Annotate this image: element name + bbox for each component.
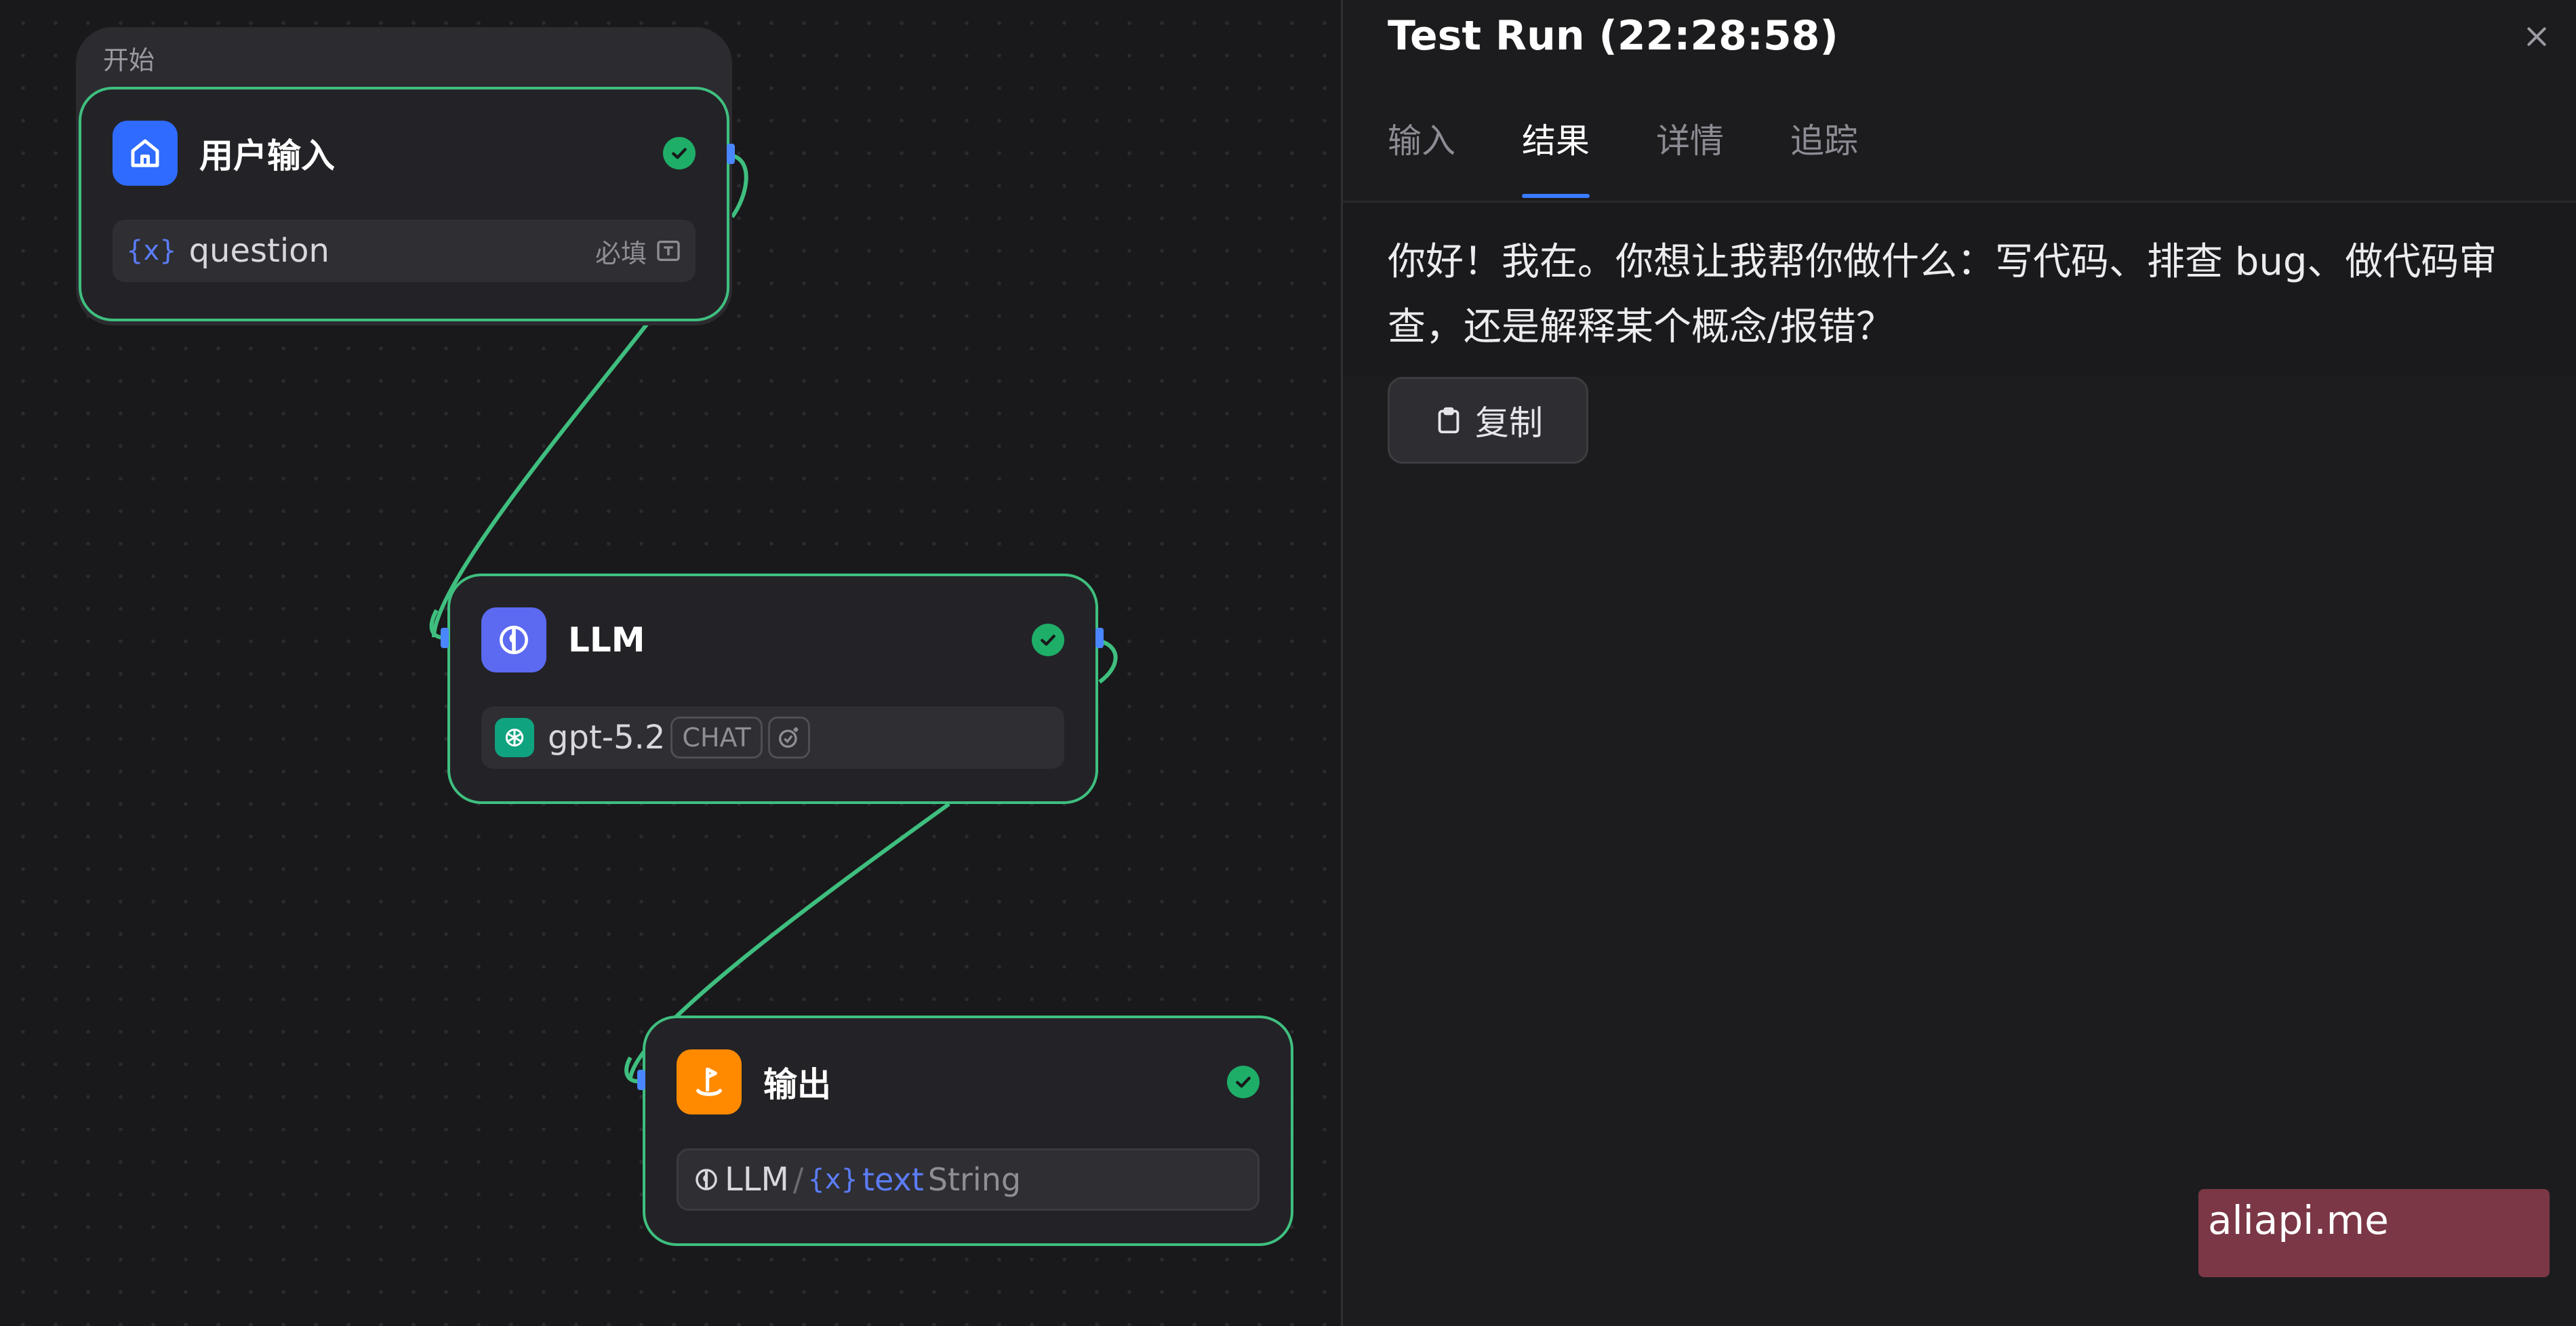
node-title: 用户输入	[199, 136, 335, 176]
target-handle-llm[interactable]	[441, 628, 449, 648]
panel-title: Test Run (22:28:58)	[1388, 12, 1838, 60]
output-reference-row[interactable]: LLM / {x} text String	[677, 1148, 1260, 1211]
input-variable-row[interactable]: {x} question 必填	[113, 220, 696, 282]
check-circle-icon	[1032, 624, 1064, 656]
tab-input[interactable]: 输入	[1388, 121, 1455, 161]
copy-button[interactable]: 复制	[1388, 377, 1588, 464]
model-row[interactable]: gpt-5.2 CHAT	[481, 706, 1064, 769]
test-run-panel: Test Run (22:28:58) 输入 结果 详情 追踪 你好！我在。你想…	[1341, 0, 2576, 1326]
node-user-input[interactable]: 用户输入 {x} question 必填	[79, 87, 729, 321]
variable-icon: {x}	[126, 235, 177, 266]
tab-trace[interactable]: 追踪	[1790, 121, 1858, 161]
variable-icon: {x}	[807, 1164, 858, 1195]
result-text: 你好！我在。你想让我帮你做什么：写代码、排查 bug、做代码审查，还是解释某个概…	[1388, 240, 2497, 349]
source-handle-llm[interactable]	[1095, 628, 1104, 648]
model-mode-badge: CHAT	[670, 717, 763, 759]
reference-variable: text	[862, 1161, 924, 1198]
target-handle-output[interactable]	[637, 1070, 645, 1090]
close-icon[interactable]	[2516, 16, 2557, 57]
node-header: 输出	[677, 1049, 1260, 1114]
variable-name: question	[188, 232, 329, 270]
brain-icon	[481, 607, 546, 672]
node-title: 输出	[763, 1065, 831, 1104]
node-header: LLM	[481, 607, 1064, 672]
check-circle-icon	[663, 137, 696, 169]
tab-result[interactable]: 结果	[1522, 114, 1590, 198]
clipboard-icon	[1433, 405, 1464, 436]
model-name: gpt-5.2	[548, 719, 666, 757]
required-label: 必填	[595, 238, 647, 268]
start-group-label: 开始	[103, 45, 155, 75]
result-output: 你好！我在。你想让我帮你做什么：写代码、排查 bug、做代码审查，还是解释某个概…	[1343, 203, 2576, 376]
brain-icon	[692, 1165, 721, 1194]
watermark: aliapi.me	[2198, 1189, 2550, 1277]
reference-source: LLM	[725, 1161, 789, 1199]
tabs-divider	[1343, 201, 2576, 203]
openai-icon	[495, 718, 534, 757]
node-llm[interactable]: LLM gpt-5.2 CHAT	[447, 574, 1098, 804]
node-header: 用户输入	[113, 121, 696, 186]
model-settings-icon[interactable]	[767, 717, 810, 759]
text-box-icon	[655, 237, 682, 264]
source-handle-user-input[interactable]	[727, 144, 735, 164]
home-icon	[113, 121, 178, 186]
node-title: LLM	[568, 620, 645, 660]
node-output[interactable]: 输出 LLM / {x} text	[643, 1016, 1293, 1246]
check-circle-icon	[1227, 1066, 1260, 1098]
flag-icon	[677, 1049, 742, 1114]
edge-start-out-hook	[730, 154, 748, 218]
workflow-canvas[interactable]: 开始 用户输入 {x} question	[0, 0, 1341, 1326]
reference-separator: /	[792, 1161, 804, 1198]
tab-details[interactable]: 详情	[1656, 121, 1724, 161]
panel-tabs: 输入 结果 详情 追踪	[1388, 114, 1925, 198]
reference-type: String	[927, 1161, 1022, 1198]
copy-label: 复制	[1475, 403, 1543, 443]
